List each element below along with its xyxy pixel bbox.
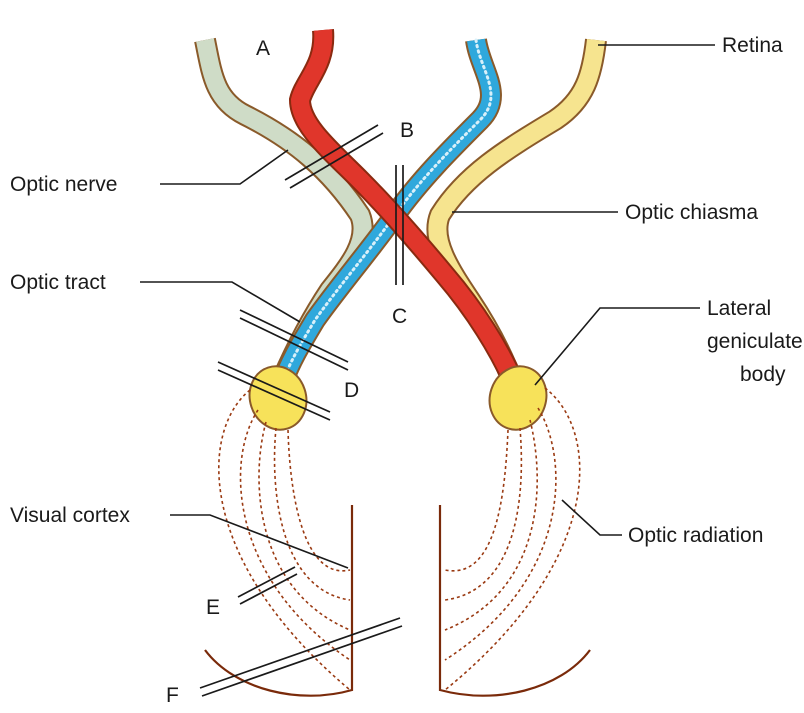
left-temporal-fibre — [205, 40, 363, 380]
label-visual-cortex: Visual cortex — [10, 504, 130, 527]
right-temporal-fibre — [437, 40, 596, 388]
label-lateral-geniculate-body-line1: Lateral — [707, 297, 771, 320]
label-optic-radiation: Optic radiation — [628, 524, 763, 547]
right-optic-radiation — [445, 388, 580, 690]
label-lateral-geniculate-body-line3: body — [740, 363, 786, 386]
lesion-letter-a: A — [256, 37, 270, 60]
label-optic-tract: Optic tract — [10, 271, 106, 294]
label-optic-chiasma: Optic chiasma — [625, 201, 758, 224]
leader-optic-radiation — [562, 500, 622, 535]
lesion-mark-f — [200, 618, 402, 696]
leader-visual-cortex — [170, 515, 348, 568]
label-optic-nerve: Optic nerve — [10, 173, 117, 196]
left-visual-cortex — [205, 505, 352, 696]
right-lateral-geniculate-body — [481, 359, 554, 437]
leader-optic-tract — [140, 282, 300, 322]
leader-optic-nerve — [160, 150, 288, 184]
left-lateral-geniculate-body — [241, 359, 314, 437]
lesion-letter-f: F — [166, 684, 179, 707]
lesion-letter-c: C — [392, 305, 407, 328]
lesion-letter-b: B — [400, 119, 414, 142]
lesion-letter-d: D — [344, 379, 359, 402]
label-retina: Retina — [722, 34, 783, 57]
left-optic-radiation — [219, 390, 350, 690]
lesion-letter-e: E — [206, 596, 220, 619]
lesion-mark-e — [238, 567, 297, 604]
label-lateral-geniculate-body-line2: geniculate — [707, 330, 803, 353]
leader-lateral-geniculate-body — [535, 308, 700, 385]
